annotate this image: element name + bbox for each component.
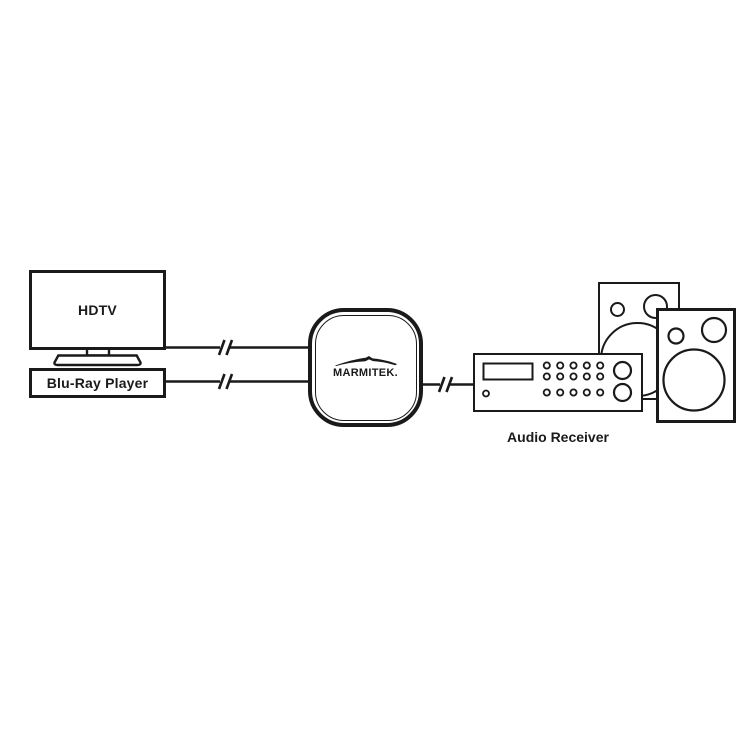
receiver-button-grid <box>542 361 605 397</box>
audio-receiver-box <box>473 353 643 412</box>
wireless-break-icon <box>217 339 234 356</box>
speaker-tweeter-icon <box>667 327 685 345</box>
audio-receiver-label: Audio Receiver <box>507 429 609 445</box>
wireless-break-icon <box>437 376 454 393</box>
hdtv-label: HDTV <box>78 302 117 318</box>
receiver-power-button <box>482 389 490 398</box>
marmitek-hub: MARMITEK. <box>308 308 423 427</box>
wireless-break-icon <box>217 373 234 390</box>
receiver-knob-top <box>612 360 633 381</box>
bluray-label: Blu-Ray Player <box>46 375 149 391</box>
speaker-mid-icon <box>700 316 728 344</box>
speaker-right <box>656 308 736 423</box>
marmitek-roof-icon <box>334 356 397 366</box>
wire-hub-to-receiver <box>423 376 473 393</box>
bluray-player-box: Blu-Ray Player <box>29 368 166 398</box>
speaker-tweeter-icon <box>610 302 625 317</box>
hdtv-box: HDTV <box>29 270 166 350</box>
tv-stand-icon <box>53 348 142 367</box>
wire-hdtv-to-hub <box>166 339 308 356</box>
wire-bluray-to-hub <box>166 373 308 390</box>
speaker-woofer-icon <box>662 348 726 412</box>
marmitek-logo-text: MARMITEK. <box>332 367 399 379</box>
receiver-knob-bottom <box>612 382 633 403</box>
receiver-display <box>482 362 534 381</box>
hub-inner-outline: MARMITEK. <box>314 314 417 421</box>
